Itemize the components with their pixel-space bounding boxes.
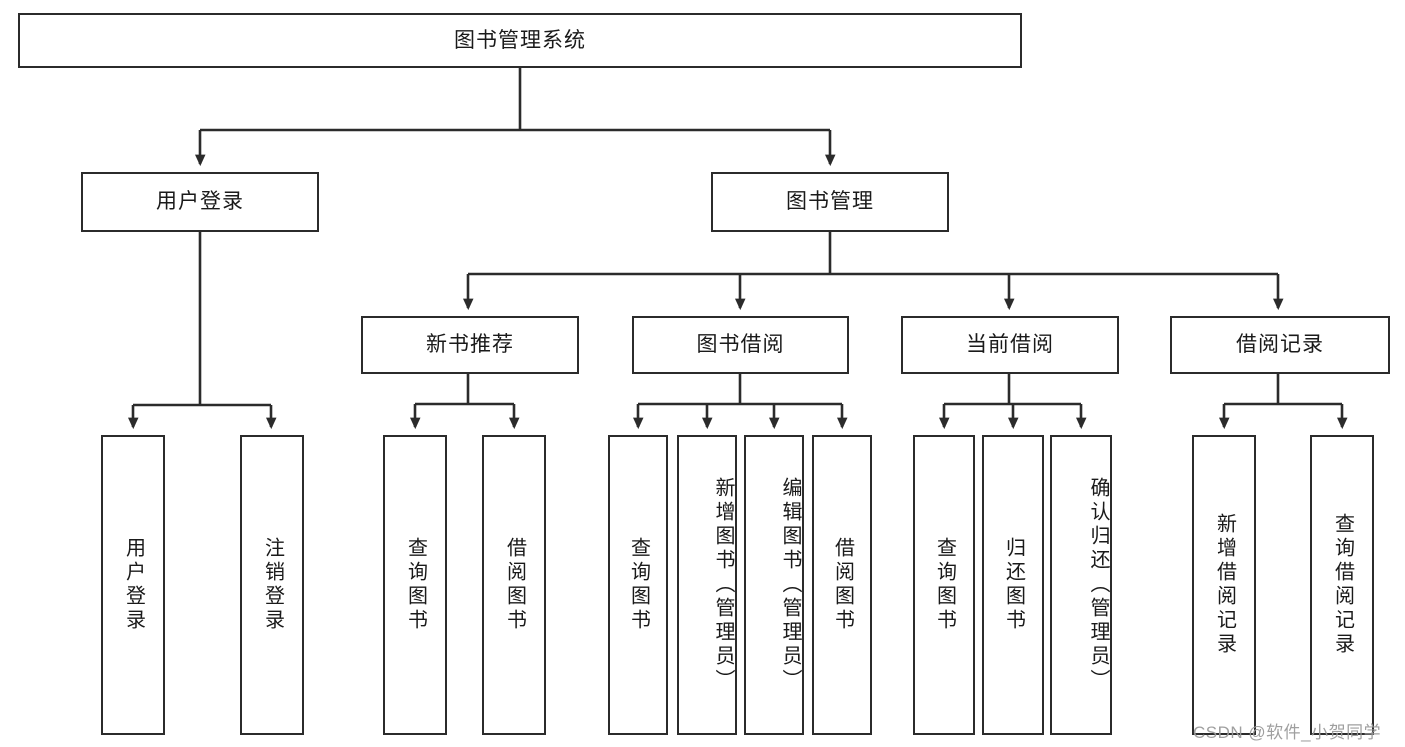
node-leaf-11[interactable]: 新增借阅记录 bbox=[1192, 435, 1256, 735]
node-leaf-6[interactable]: 编辑图书（管理员） bbox=[744, 435, 804, 735]
node-leaf-8[interactable]: 查询图书 bbox=[913, 435, 975, 735]
node-level3-3[interactable]: 借阅记录 bbox=[1170, 316, 1390, 374]
node-level3-1[interactable]: 图书借阅 bbox=[632, 316, 849, 374]
node-level3-0[interactable]: 新书推荐 bbox=[361, 316, 579, 374]
node-leaf-4[interactable]: 查询图书 bbox=[608, 435, 668, 735]
node-leaf-7[interactable]: 借阅图书 bbox=[812, 435, 872, 735]
node-root[interactable]: 图书管理系统 bbox=[18, 13, 1022, 68]
node-level3-2[interactable]: 当前借阅 bbox=[901, 316, 1119, 374]
node-level2-0[interactable]: 用户登录 bbox=[81, 172, 319, 232]
node-level2-1[interactable]: 图书管理 bbox=[711, 172, 949, 232]
node-leaf-12[interactable]: 查询借阅记录 bbox=[1310, 435, 1374, 735]
node-leaf-0[interactable]: 用户登录 bbox=[101, 435, 165, 735]
node-leaf-5[interactable]: 新增图书（管理员） bbox=[677, 435, 737, 735]
csdn-watermark: CSDN @软件_小贺同学 bbox=[1193, 723, 1382, 742]
node-leaf-10[interactable]: 确认归还（管理员） bbox=[1050, 435, 1112, 735]
node-leaf-1[interactable]: 注销登录 bbox=[240, 435, 304, 735]
node-leaf-9[interactable]: 归还图书 bbox=[982, 435, 1044, 735]
node-leaf-3[interactable]: 借阅图书 bbox=[482, 435, 546, 735]
node-leaf-2[interactable]: 查询图书 bbox=[383, 435, 447, 735]
